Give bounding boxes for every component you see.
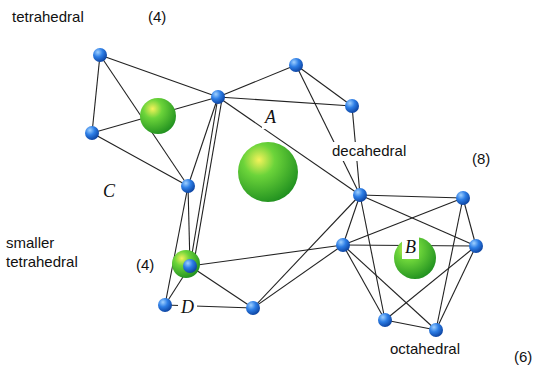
site-label: octahedral [388,340,462,359]
site-letter: A [262,106,279,129]
site-label: decahedral [330,142,408,161]
coordination-number: (8) [470,150,492,169]
coordination-number: (4) [146,8,168,27]
site-label: smaller tetrahedral [4,234,104,272]
site-letter: D [178,296,197,319]
site-letter: B [402,236,419,259]
site-label: tetrahedral [10,8,86,27]
coordination-number: (6) [512,348,534,367]
coordination-number: (4) [134,256,156,275]
interstitial-atoms [140,98,436,279]
polyhedron-edges [92,55,476,330]
site-letter: C [100,180,118,203]
host-atoms [85,48,483,337]
